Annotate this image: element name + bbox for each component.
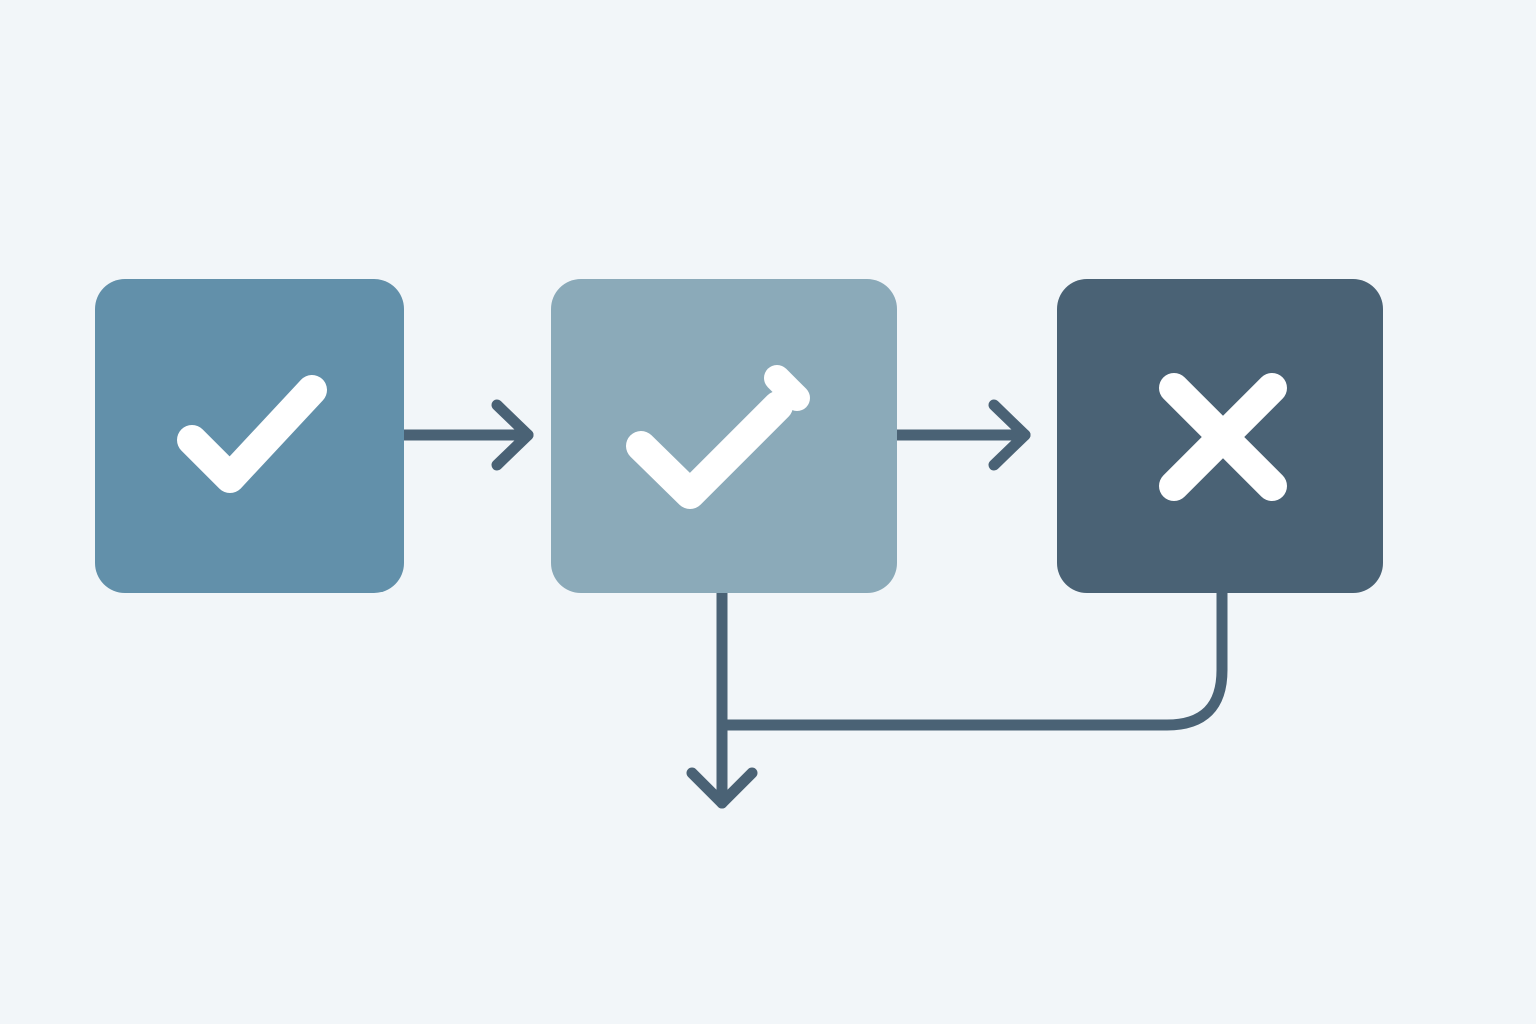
x-icon: [1159, 373, 1287, 501]
edge-edited-to-rejected-arrowhead: [988, 399, 1031, 471]
edge-rejected-merge-line: [716, 587, 1228, 731]
edge-approved-to-edited-arrowhead: [491, 399, 534, 471]
connectors: [398, 399, 1228, 809]
node-approved-edited[interactable]: [551, 279, 897, 593]
node-rejected[interactable]: [1057, 279, 1383, 593]
check-pencil-icon: [626, 391, 793, 509]
node-approved-edited-box[interactable]: [551, 279, 897, 593]
pencil-tip-icon: [764, 365, 810, 411]
edge-output-arrowhead: [686, 767, 758, 809]
check-icon: [177, 375, 327, 493]
node-approved[interactable]: [95, 279, 404, 593]
